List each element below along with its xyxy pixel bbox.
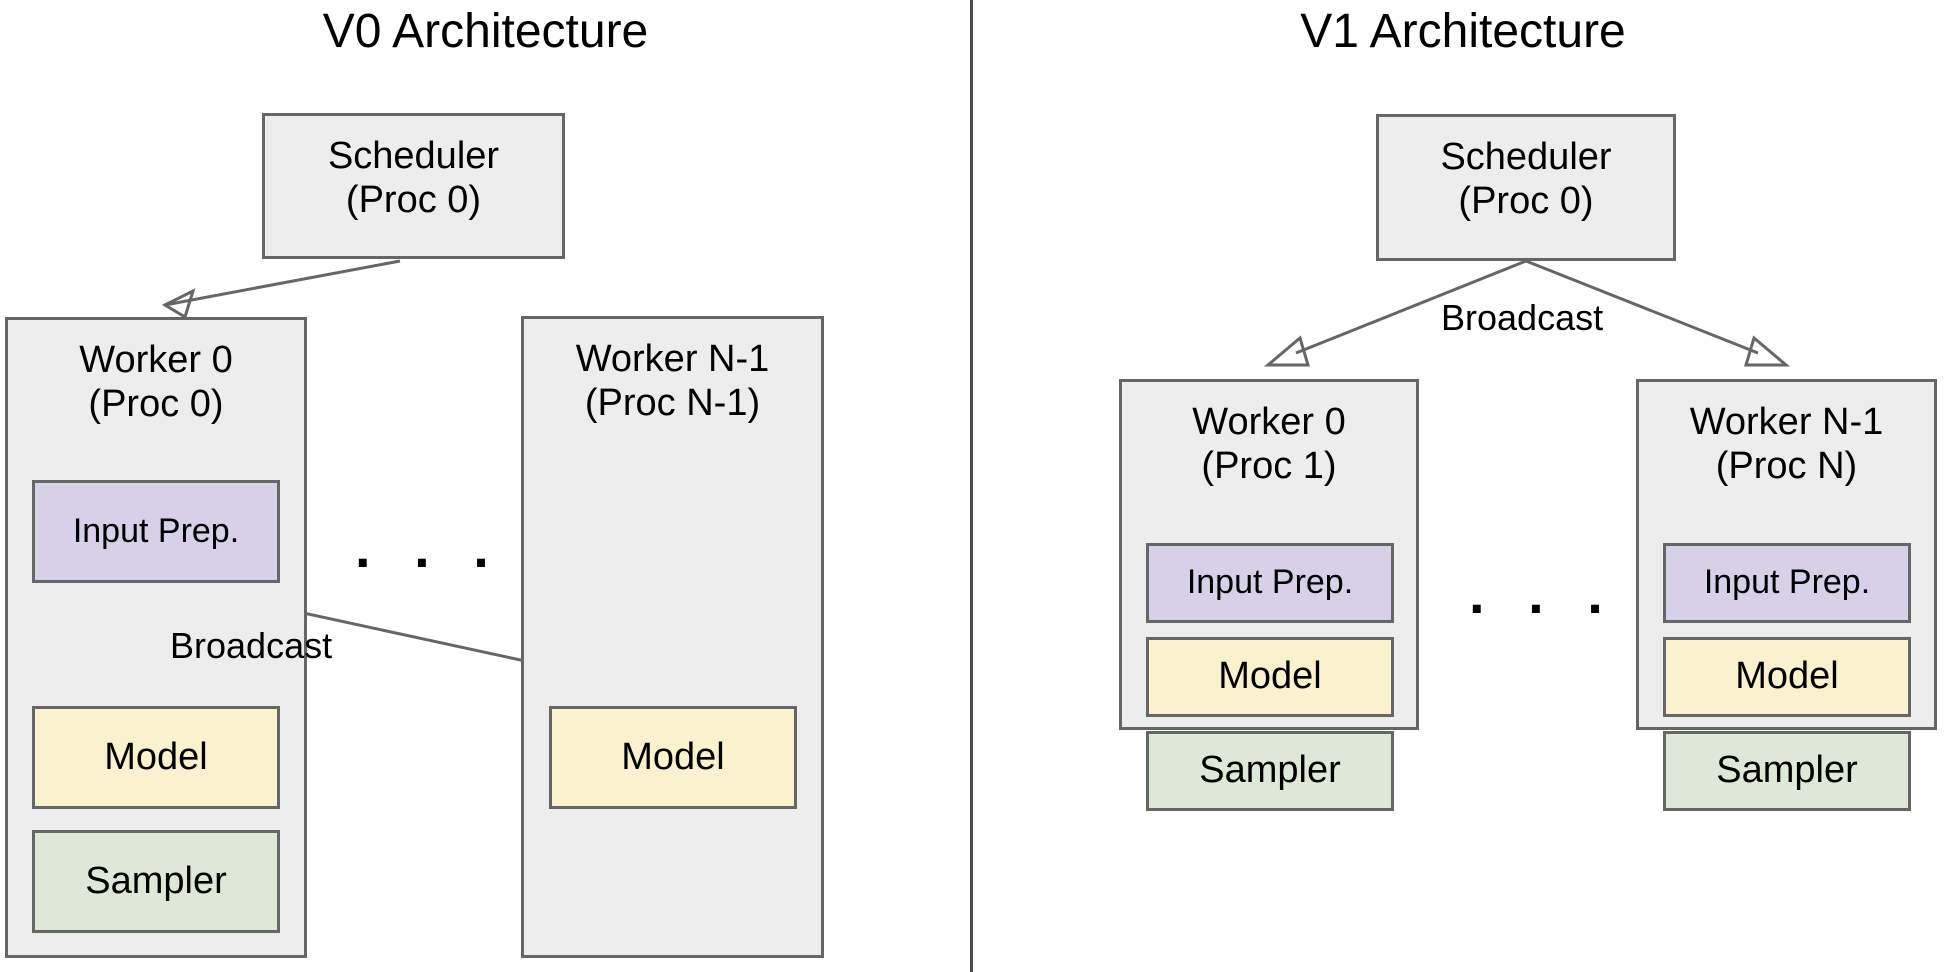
panel-v1-architecture: V1 Architecture Scheduler (Proc 0) Worke… — [972, 0, 1954, 972]
v0-worker-0-line1: Worker 0 — [79, 339, 233, 381]
v0-arrowhead-scheduler-to-worker0 — [161, 288, 196, 320]
v1-scheduler-line2: (Proc 0) — [1458, 180, 1594, 223]
v1-worker-n-1-model-label: Model — [1735, 655, 1839, 698]
panel-v1-title: V1 Architecture — [1300, 5, 1626, 58]
v0-worker-n-1-line1: Worker N-1 — [575, 338, 770, 380]
v1-worker-0-sampler[interactable]: Sampler — [1146, 731, 1394, 811]
v1-worker-0-sampler-label: Sampler — [1199, 749, 1341, 792]
panel-divider — [970, 0, 973, 972]
v0-worker-n-1-box[interactable]: Worker N-1 (Proc N-1) — [521, 316, 824, 958]
v1-worker-0-input-prep[interactable]: Input Prep. — [1146, 543, 1394, 623]
v0-worker-0-input-prep-label: Input Prep. — [72, 511, 240, 550]
v1-worker-n-1-input-prep[interactable]: Input Prep. — [1663, 543, 1911, 623]
v1-worker-n-1-sampler[interactable]: Sampler — [1663, 731, 1911, 811]
v0-worker-n-1-line2: (Proc N-1) — [584, 382, 761, 425]
v1-worker-0-input-prep-label: Input Prep. — [1186, 563, 1354, 602]
v1-worker-0-model-label: Model — [1218, 655, 1322, 698]
v1-arrowhead-scheduler-to-workerN — [1743, 335, 1791, 367]
v0-worker-0-sampler-label: Sampler — [85, 859, 227, 902]
panel-v0-title: V0 Architecture — [322, 5, 649, 58]
v0-worker-0-model-label: Model — [104, 735, 208, 778]
v1-worker-n-1-input-prep-label: Input Prep. — [1703, 563, 1871, 602]
v1-worker-n-1-line1: Worker N-1 — [1689, 401, 1884, 443]
v0-worker-0-model[interactable]: Model — [32, 706, 280, 809]
v1-worker-n-1-line2: (Proc N) — [1715, 445, 1858, 488]
v0-worker-n-1-model[interactable]: Model — [549, 706, 797, 809]
v0-scheduler-box[interactable]: Scheduler (Proc 0) — [262, 113, 565, 259]
v0-scheduler-line1: Scheduler — [327, 135, 500, 177]
v0-broadcast-label: Broadcast — [170, 625, 333, 666]
v0-worker-0-sampler[interactable]: Sampler — [32, 830, 280, 933]
v1-workers-ellipsis: . . . — [1469, 562, 1617, 625]
v1-scheduler-line1: Scheduler — [1440, 136, 1612, 178]
v1-worker-n-1-sampler-label: Sampler — [1716, 749, 1858, 792]
panel-v0-architecture: V0 Architecture Scheduler (Proc 0) Worke… — [0, 0, 971, 972]
v1-scheduler-box[interactable]: Scheduler (Proc 0) — [1376, 114, 1676, 261]
v1-worker-0-model[interactable]: Model — [1146, 637, 1394, 717]
v0-worker-0-input-prep[interactable]: Input Prep. — [32, 480, 280, 583]
v1-worker-n-1-model[interactable]: Model — [1663, 637, 1911, 717]
v1-broadcast-label: Broadcast — [1441, 297, 1604, 338]
v0-workers-ellipsis: . . . — [355, 516, 503, 579]
v1-worker-0-line2: (Proc 1) — [1201, 445, 1337, 488]
v1-arrowhead-scheduler-to-worker0 — [1263, 335, 1311, 367]
v1-worker-0-line1: Worker 0 — [1192, 401, 1346, 443]
v0-worker-0-line2: (Proc 0) — [88, 383, 224, 426]
v0-edge-scheduler-to-worker0 — [164, 259, 401, 307]
v0-worker-n-1-model-label: Model — [621, 735, 725, 778]
v0-scheduler-line2: (Proc 0) — [345, 179, 482, 222]
